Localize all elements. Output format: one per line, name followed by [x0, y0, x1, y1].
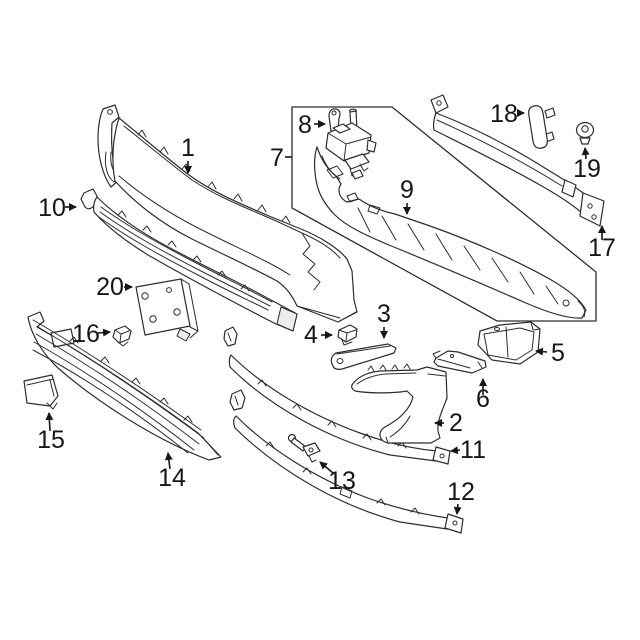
callout-11-arrow	[450, 446, 461, 455]
callout-15-label: 15	[37, 426, 65, 454]
callout-1-label: 1	[181, 134, 195, 162]
callout-13: 13	[319, 461, 356, 495]
callout-12: 12	[447, 478, 475, 515]
callout-10: 10	[38, 194, 77, 222]
callout-6-label: 6	[476, 385, 490, 413]
part-15-trim-piece	[23, 374, 59, 410]
callout-8-label: 8	[298, 111, 312, 139]
callout-11: 11	[450, 436, 486, 464]
callout-12-label: 12	[447, 478, 475, 506]
callout-17-label: 17	[588, 234, 616, 262]
callout-14-arrow	[164, 452, 173, 470]
callout-2: 2	[434, 409, 463, 437]
callout-18-label: 18	[490, 100, 518, 128]
callout-19-arrow	[581, 147, 590, 160]
part-4-clip	[337, 324, 358, 346]
callouts: 1 2 3 4 5 6 7 8	[37, 100, 616, 515]
part-7-kit-box	[291, 106, 597, 322]
part-12-deflector-lower	[229, 389, 464, 534]
part-11-deflector-upper	[223, 326, 451, 465]
callout-3-label: 3	[377, 300, 391, 328]
callout-8: 8	[298, 111, 326, 139]
part-10-lower-bumper-cover	[80, 188, 298, 332]
callout-20: 20	[96, 273, 133, 301]
callout-10-label: 10	[38, 194, 66, 222]
callout-1: 1	[181, 134, 195, 174]
part-19-fastener	[575, 121, 595, 145]
callout-5-label: 5	[551, 339, 565, 367]
callout-4: 4	[304, 321, 333, 349]
callout-2-label: 2	[449, 409, 463, 437]
callout-11-label: 11	[460, 436, 486, 464]
callout-7: 7	[270, 144, 292, 172]
part-1-upper-bumper-cover	[97, 104, 358, 323]
part-3-support-bracket	[330, 343, 397, 370]
callout-5-arrow	[535, 347, 548, 356]
callout-16: 16	[72, 320, 111, 348]
callout-3: 3	[377, 300, 391, 339]
part-5-side-bracket	[477, 321, 541, 365]
callout-15-arrow	[45, 412, 54, 432]
part-9-energy-absorber	[314, 146, 587, 319]
callout-19: 19	[573, 147, 601, 183]
part-6-lower-bracket	[432, 350, 487, 374]
callout-9: 9	[400, 176, 414, 215]
callout-6: 6	[476, 378, 490, 413]
part-8-bracket-assembly	[325, 108, 377, 180]
callout-13-label: 13	[328, 467, 356, 495]
part-16-clip	[112, 325, 132, 347]
callout-20-label: 20	[96, 273, 124, 301]
callout-13-arrow	[319, 461, 334, 474]
callout-15: 15	[37, 412, 65, 454]
callout-5: 5	[535, 339, 565, 367]
part-13-screw	[287, 433, 321, 463]
part-2-fog-lamp-bezel	[351, 363, 448, 444]
part-14-lower-grille	[27, 311, 222, 461]
callout-4-label: 4	[304, 321, 318, 349]
callout-19-label: 19	[573, 155, 601, 183]
callout-16-label: 16	[72, 320, 100, 348]
callout-17: 17	[588, 225, 616, 262]
callout-16-arrow	[97, 328, 111, 337]
callout-12-arrow	[453, 503, 462, 515]
callout-14-label: 14	[158, 464, 186, 492]
callout-18: 18	[490, 100, 525, 128]
part-20-license-plate-bracket	[135, 278, 199, 342]
callout-7-label: 7	[270, 144, 284, 172]
part-18-side-plate	[528, 105, 556, 149]
callout-9-label: 9	[400, 176, 414, 204]
callout-14: 14	[158, 452, 186, 492]
